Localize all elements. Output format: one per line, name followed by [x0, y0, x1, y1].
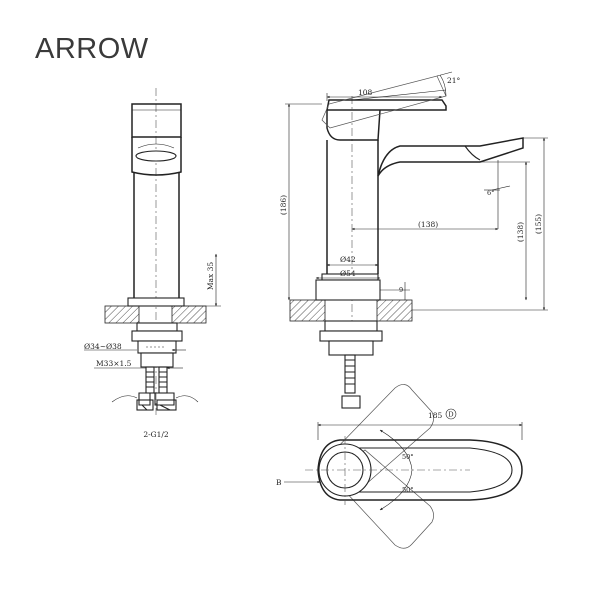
label-b: B	[276, 478, 282, 487]
dim-base-diameter-top: Ø42	[340, 255, 356, 264]
mark-d: D	[448, 411, 453, 419]
dim-spout-angle: 6°	[487, 189, 494, 197]
dim-max-height: Max 35	[206, 262, 215, 291]
dim-length: 185	[428, 411, 443, 420]
brand-logo: ARROW	[35, 33, 149, 65]
rotation-upper: 50°	[402, 453, 414, 461]
dim-body-height: (155)	[534, 214, 543, 234]
dim-handle-angle: 21°	[447, 76, 461, 85]
dim-spout-reach: (138)	[418, 220, 438, 229]
hose-connection-label: 2-G1/2	[143, 430, 169, 439]
dim-handle-reach: 108	[358, 88, 373, 97]
dim-base-diameter: Ø54	[340, 269, 356, 278]
dim-spout-height: (138)	[516, 222, 525, 242]
side-view: 21° 108 (186) (138) 6° (138)	[279, 71, 548, 409]
top-view: 50° 50° 185 D B	[276, 384, 523, 549]
dim-thread: M33×1.5	[96, 359, 132, 368]
dim-total-height: (186)	[279, 195, 288, 215]
rotation-lower: 50°	[402, 486, 414, 494]
dim-hole-diameter: Ø34~Ø38	[84, 342, 122, 351]
front-view: Max 35 Ø34~Ø38 M33×1.5 2-G1/2	[84, 88, 221, 439]
dim-base-thickness: 9	[399, 286, 403, 294]
